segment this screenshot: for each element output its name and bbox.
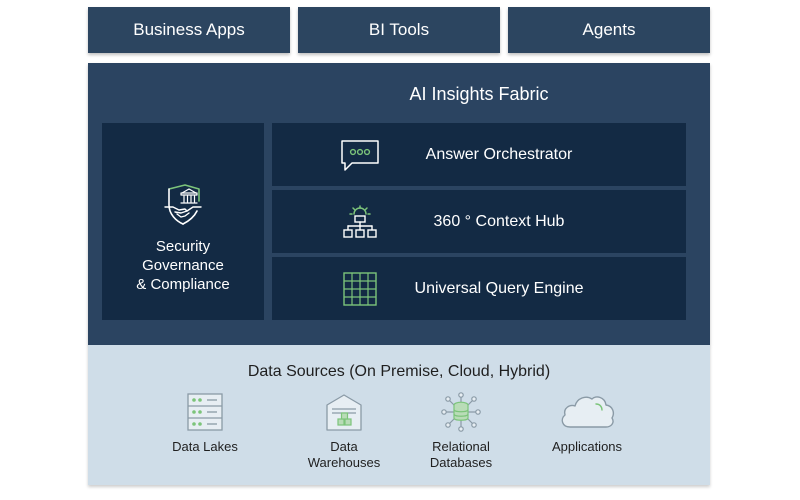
source-label: Applications [532, 439, 642, 455]
tab-bi-tools: BI Tools [298, 7, 500, 53]
data-sources-panel: Data Sources (On Premise, Cloud, Hybrid)… [88, 345, 710, 485]
source-data-lakes: Data Lakes [150, 391, 260, 455]
capability-label: Answer Orchestrator [425, 145, 573, 163]
capability-label: Universal Query Engine [414, 279, 584, 297]
source-label-line: Data [330, 439, 358, 454]
source-label: Data Warehouses [289, 439, 399, 471]
security-label-line: Security [155, 238, 211, 255]
tab-label: Agents [582, 20, 636, 39]
context-hub-box: 360 ° Context Hub [272, 190, 686, 253]
security-label: Security Governance & Compliance [102, 237, 264, 294]
source-relational-databases: Relational Databases [406, 391, 516, 471]
source-label: Relational Databases [406, 439, 516, 471]
universal-query-engine-box: Universal Query Engine [272, 257, 686, 320]
warehouse-icon [326, 394, 362, 431]
database-network-icon [441, 392, 481, 432]
data-sources-title: Data Sources (On Premise, Cloud, Hybrid) [247, 363, 551, 380]
cloud-icon [561, 396, 615, 428]
chat-bubble-icon [341, 140, 379, 171]
source-label: Data Lakes [150, 439, 260, 455]
answer-orchestrator-box: Answer Orchestrator [272, 123, 686, 186]
security-label-line: & Compliance [136, 276, 230, 293]
capability-label: 360 ° Context Hub [433, 212, 565, 230]
server-rack-icon [187, 393, 223, 431]
source-label-line: Relational [432, 439, 490, 454]
tab-agents: Agents [508, 7, 710, 53]
source-label-line: Applications [551, 439, 623, 454]
tab-label: BI Tools [368, 20, 430, 39]
tab-business-apps: Business Apps [88, 7, 290, 53]
source-label-line: Warehouses [307, 455, 381, 470]
source-label-line: Data Lakes [172, 439, 238, 454]
tab-label: Business Apps [133, 20, 245, 39]
security-label-line: Governance [142, 257, 224, 274]
source-label-line: Databases [429, 455, 493, 470]
fabric-title: AI Insights Fabric [409, 84, 549, 104]
hierarchy-icon [343, 205, 377, 238]
source-applications: Applications [532, 391, 642, 455]
security-governance-box: Security Governance & Compliance [102, 123, 264, 320]
shield-handshake-icon [164, 184, 202, 225]
source-data-warehouses: Data Warehouses [289, 391, 399, 471]
grid-icon [343, 272, 377, 306]
